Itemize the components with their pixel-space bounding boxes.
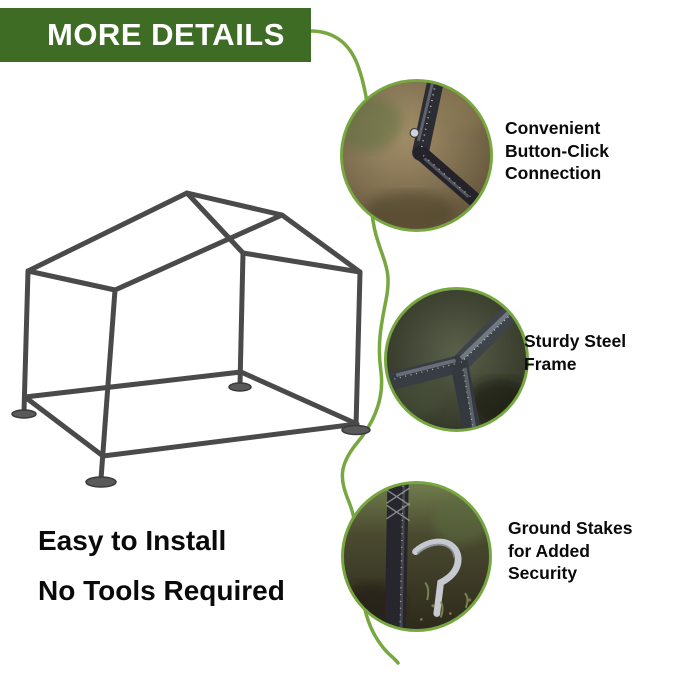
callout-label-line: Convenient — [505, 118, 601, 138]
callout-label-line: Ground Stakes — [508, 518, 633, 538]
selling-point-easy-install: Easy to Install — [38, 525, 227, 556]
callout-label-line: Button-Click — [505, 140, 610, 161]
steel-joint-photo-art — [387, 290, 526, 429]
selling-point-no-tools: No Tools Required — [38, 575, 285, 606]
callout-label-line: Sturdy Steel — [524, 331, 627, 351]
callout-label-line: for Added — [508, 540, 590, 561]
callout-label-line: Connection — [505, 163, 602, 183]
more-details-banner: MORE DETAILS — [0, 8, 311, 62]
frame-mid-rails — [22, 369, 360, 459]
ground-stake-photo-art — [344, 484, 489, 629]
stake-hook — [412, 538, 462, 617]
callout-label-steel-frame: Sturdy Steel Frame — [524, 330, 626, 375]
frame-gables — [25, 190, 363, 293]
callout-label-ground-stakes: Ground Stakes for Added Security — [508, 517, 632, 585]
callout-label-line: Frame — [524, 353, 577, 374]
steel-frame-joint-photo — [384, 287, 529, 432]
button-click-connection-photo — [340, 79, 493, 232]
frame-legs — [21, 250, 363, 482]
callout-label-line: Security — [508, 563, 578, 583]
click-button-pin — [409, 127, 420, 138]
selling-points: Easy to Install No Tools Required — [38, 524, 285, 624]
callout-label-button-click: Convenient Button-Click Connection — [505, 117, 609, 185]
banner-title: MORE DETAILS — [47, 17, 285, 52]
frame-foot-pads — [11, 382, 371, 488]
button-click-photo-art — [343, 82, 490, 229]
ground-stake-photo — [341, 481, 492, 632]
